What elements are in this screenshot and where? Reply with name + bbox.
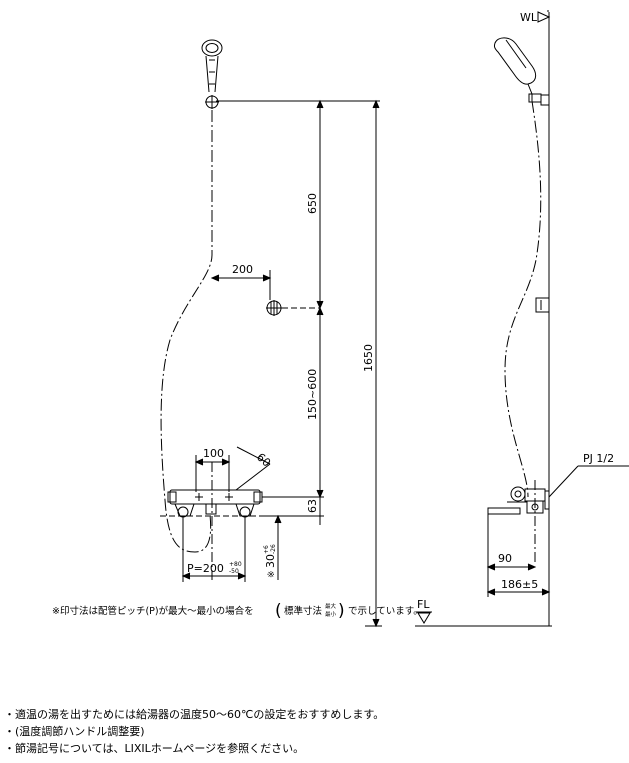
note-item: ・節湯記号については、LIXILホームページを参照ください。: [4, 742, 305, 755]
drawing-note-max: 最大: [325, 602, 337, 610]
dim-63: 63: [306, 499, 319, 513]
note-item: ・(温度調節ハンドル調整要): [4, 725, 145, 738]
dim-30-tol-upper: +6: [263, 545, 270, 554]
hose-path: [160, 110, 213, 553]
bracket-right: ): [338, 601, 345, 621]
fl-marker: [417, 612, 431, 624]
dim-186: 186±5: [501, 578, 538, 591]
wl-marker: [537, 11, 551, 23]
label-pj: PJ 1/2: [583, 452, 614, 465]
faucet-body: [160, 489, 290, 518]
dim-60: 60: [254, 451, 273, 470]
shower-hanger: [205, 95, 219, 109]
dim-150-600: 150~600: [306, 369, 319, 420]
dim-90: 90: [498, 552, 512, 565]
bracket-left: (: [275, 601, 282, 621]
dim-pitch-tol-lower: -50: [229, 568, 239, 575]
dim-pitch: P=200: [187, 562, 224, 575]
dim-100: 100: [203, 447, 224, 460]
dim-200: 200: [232, 263, 253, 276]
dim-650: 650: [306, 193, 319, 214]
faucet-side: [487, 486, 550, 515]
shower-head-side: [493, 37, 550, 106]
label-fl: FL: [417, 598, 430, 611]
drawing-note-min: 最小: [325, 610, 337, 618]
note-item: ・適温の湯を出すためには給湯器の温度50～60℃の設定をおすすめします。: [4, 708, 385, 721]
dim-1650: 1650: [362, 344, 375, 372]
hook-side: [535, 297, 550, 313]
dim-30: 30: [264, 554, 277, 568]
side-view: [415, 10, 629, 627]
notes-block: ・適温の湯を出すためには給湯器の温度50～60℃の設定をおすすめします。 ・(温…: [4, 706, 384, 757]
dim-30-mark: ※: [267, 570, 277, 578]
hose-side: [504, 100, 542, 498]
front-view: [160, 39, 382, 628]
drawing-note-prefix: ※印寸法は配管ピッチ(P)が最大～最小の場合を: [52, 605, 254, 617]
label-wl: WL: [520, 11, 538, 24]
shower-head: [201, 39, 223, 93]
drawing-note-std: 標準寸法: [284, 605, 322, 617]
dim-pitch-tol-upper: +80: [229, 561, 242, 568]
dim-30-tol-lower: -26: [270, 544, 277, 554]
drawing-note-suffix: で示しています。: [348, 606, 423, 617]
hook-symbol: [266, 300, 320, 316]
